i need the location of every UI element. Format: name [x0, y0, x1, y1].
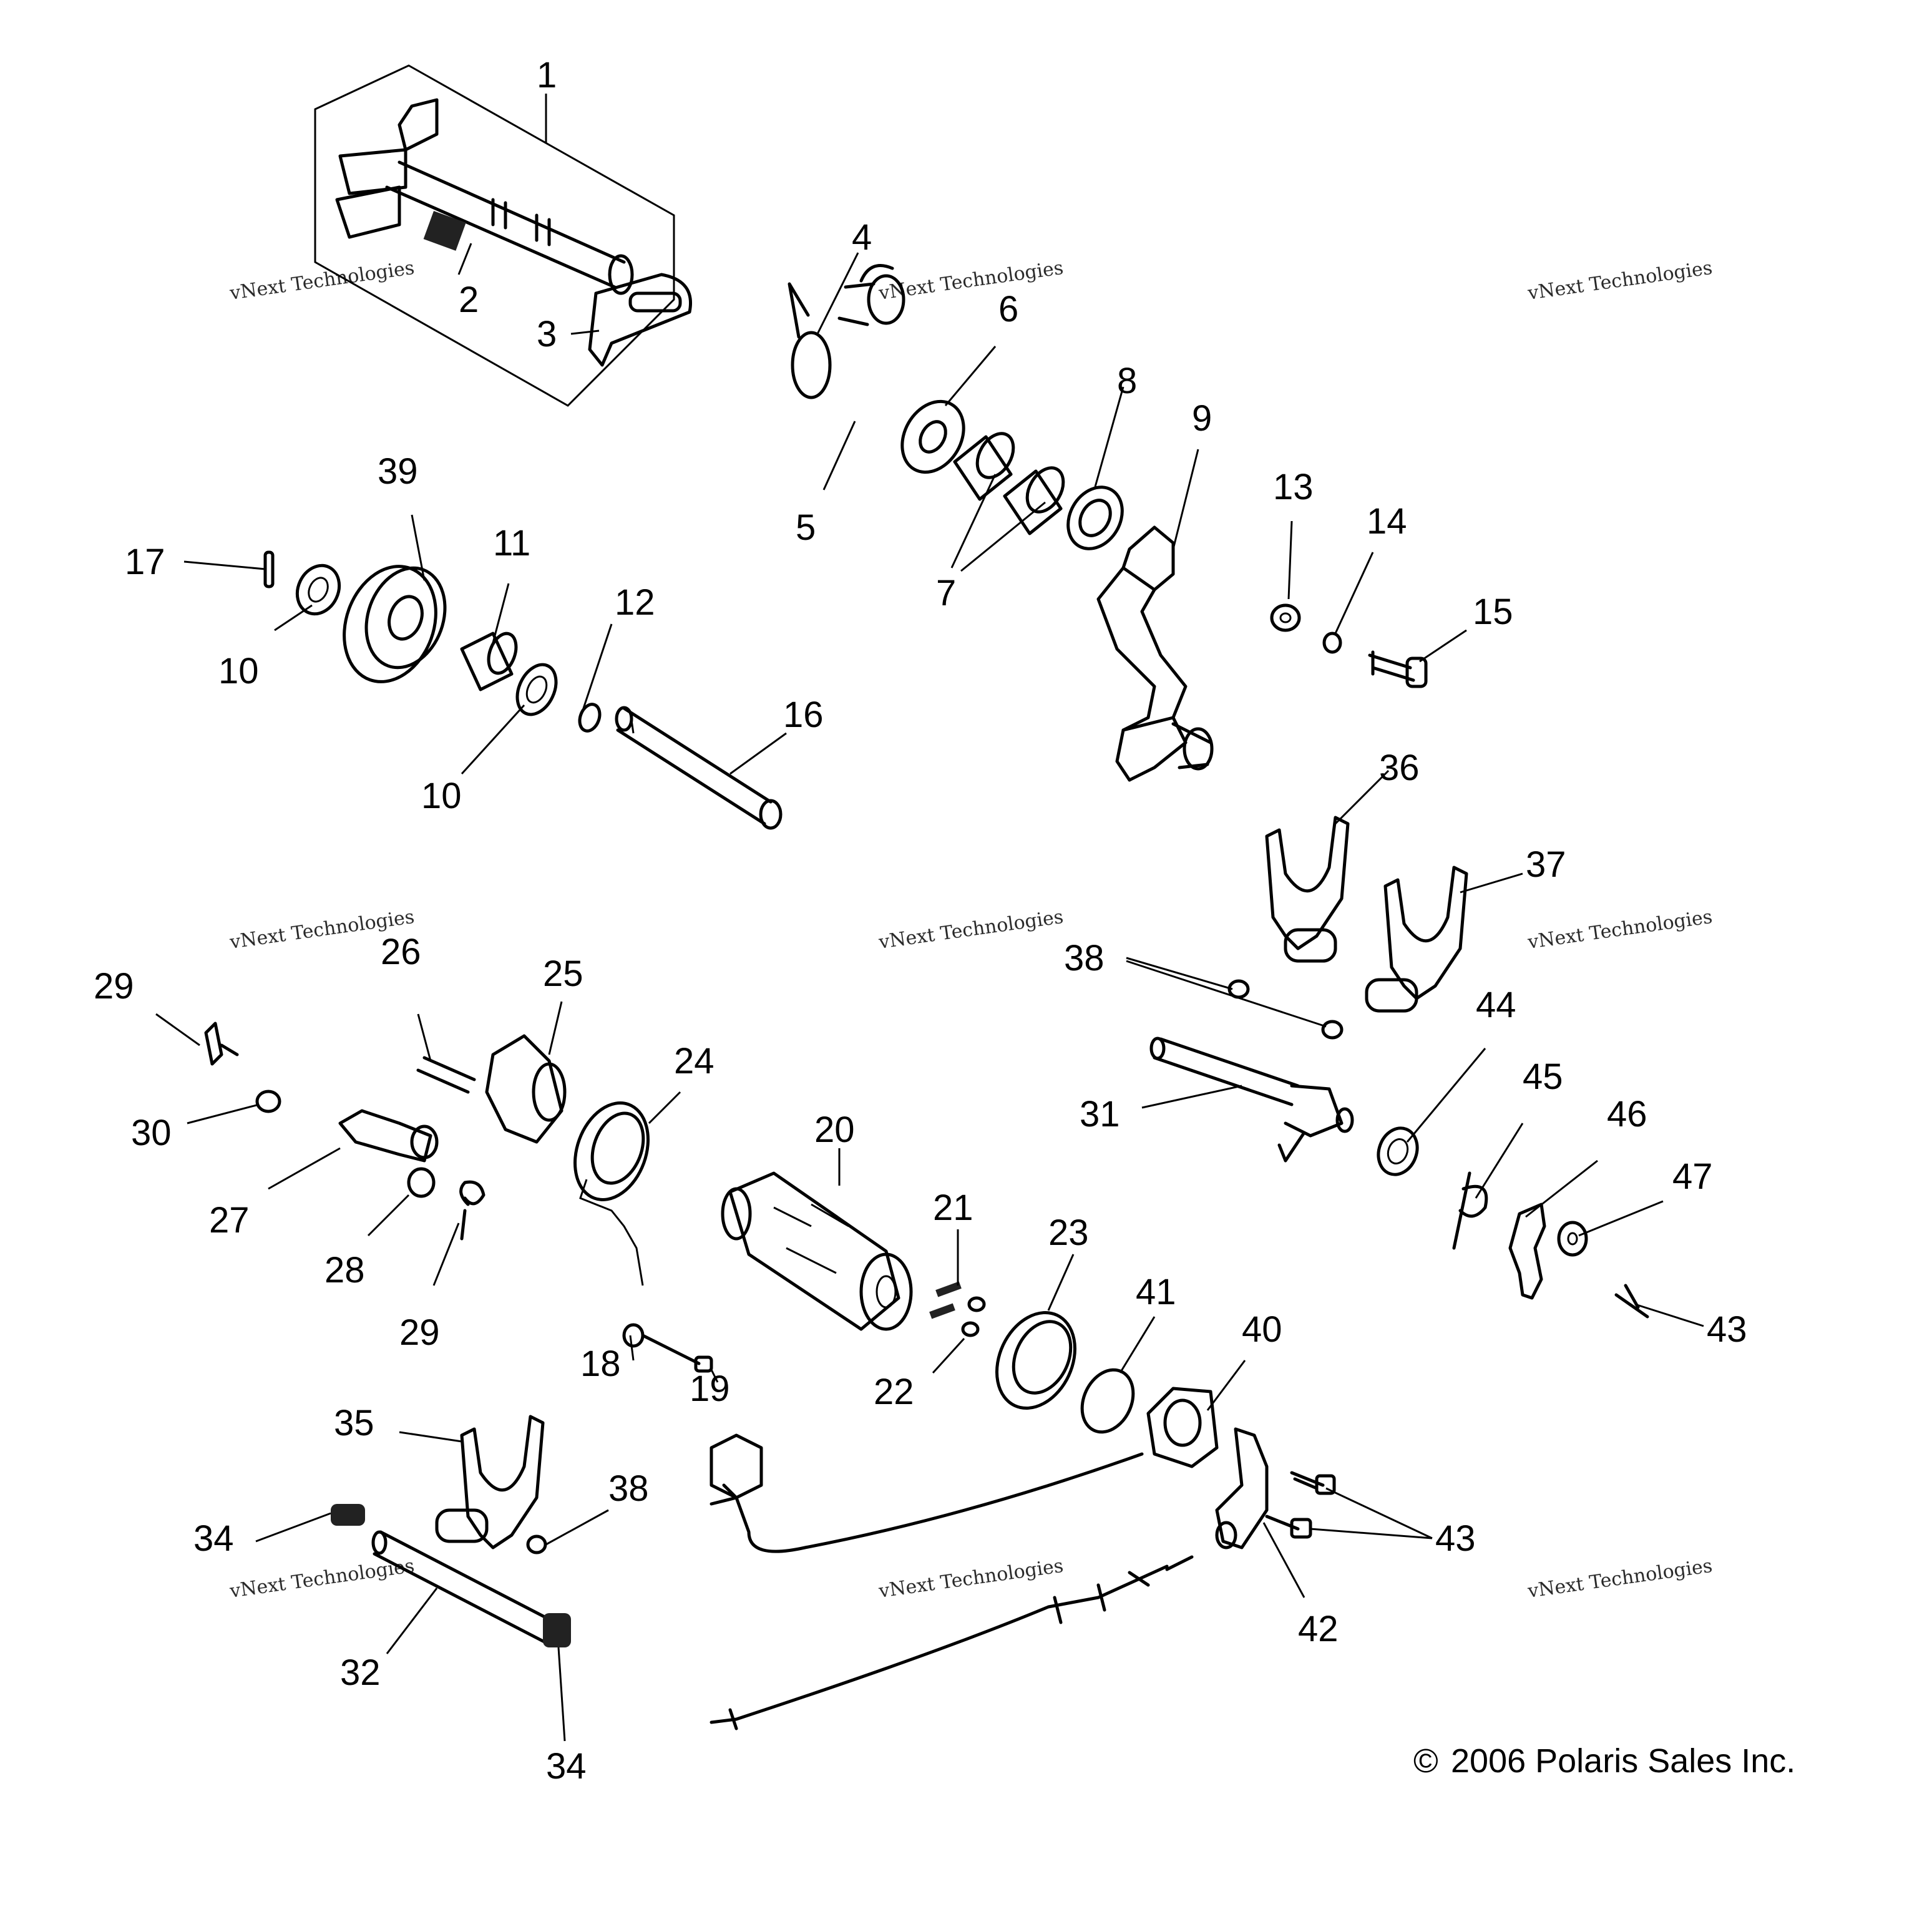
callout-28: 28	[324, 1250, 365, 1290]
callout-35: 35	[334, 1403, 374, 1443]
callout-17: 17	[125, 542, 165, 582]
callout-41: 41	[1136, 1272, 1176, 1312]
watermark-text: vNext Technologies	[877, 1555, 1065, 1603]
callout-7: 7	[936, 573, 956, 613]
callout-32: 31	[1080, 1094, 1120, 1134]
watermark-text: vNext Technologies	[1526, 906, 1714, 954]
callout-46: 46	[1607, 1094, 1647, 1134]
callout-29: 29	[399, 1312, 440, 1353]
callout-3: 3	[537, 314, 557, 354]
parts-shift-fork-lower	[331, 1415, 571, 1647]
callout-30: 29	[94, 966, 134, 1007]
copyright: © 2006 Polaris Sales Inc.	[1413, 1742, 1795, 1780]
part-7-bearings	[953, 432, 1065, 535]
callout-33: 32	[340, 1652, 381, 1693]
copyright-symbol: ©	[1413, 1742, 1438, 1780]
parts-13-15	[1270, 603, 1428, 688]
callout-26: 26	[381, 932, 421, 972]
callout-34-upper: 34	[193, 1518, 234, 1559]
callout-11: 11	[493, 523, 530, 564]
callout-47: 47	[1672, 1156, 1713, 1197]
callout-43-right: 43	[1707, 1309, 1747, 1350]
parts-shift-drum-left	[204, 1022, 713, 1373]
callout-15: 15	[1473, 592, 1513, 632]
parts-gear-assembly	[263, 550, 783, 830]
parts-shift-forks-upper	[1149, 816, 1649, 1319]
callout-36: 36	[1379, 748, 1420, 788]
callout-23: 23	[1048, 1212, 1089, 1253]
callout-45: 45	[1523, 1056, 1563, 1097]
callout-18: 18	[580, 1344, 621, 1384]
watermark-text: vNext Technologies	[1526, 257, 1714, 305]
callout-22: 22	[874, 1372, 914, 1412]
callout-8: 8	[1117, 361, 1137, 401]
callout-1: 1	[537, 55, 557, 95]
callout-12: 12	[615, 582, 655, 623]
callout-9: 9	[1192, 398, 1212, 439]
callout-31: 30	[131, 1113, 172, 1153]
callout-14: 14	[1367, 501, 1407, 542]
callout-19: 19	[690, 1368, 730, 1409]
callout-37: 37	[1526, 844, 1566, 885]
parts-shift-drum	[710, 1171, 1269, 1553]
part-9-shift-lever	[1096, 525, 1214, 782]
part-8-seal	[1066, 485, 1124, 550]
part-5-collar	[837, 264, 905, 326]
callout-10-lower: 10	[421, 776, 462, 816]
part-cable	[710, 1555, 1194, 1730]
callout-6: 6	[998, 289, 1018, 329]
callout-21: 21	[933, 1188, 973, 1228]
callout-34-lower: 34	[546, 1746, 587, 1787]
callout-2: 2	[459, 280, 479, 320]
callout-20: 20	[814, 1110, 855, 1150]
callout-24: 24	[674, 1041, 715, 1081]
callout-16: 16	[783, 695, 824, 735]
parts-bolts-43-lower	[1265, 1471, 1336, 1539]
callout-39: 39	[378, 451, 418, 492]
watermark-text: vNext Technologies	[877, 906, 1065, 954]
callout-27: 27	[209, 1200, 250, 1241]
callout-4: 4	[852, 217, 872, 258]
callout-25: 25	[543, 954, 583, 994]
callout-10-upper: 10	[218, 651, 259, 691]
callout-44: 44	[1476, 985, 1516, 1025]
watermark-text: vNext Technologies	[228, 257, 416, 305]
watermark-text: vNext Technologies	[1526, 1555, 1714, 1603]
part-6-washer	[900, 399, 965, 474]
callout-40: 40	[1242, 1309, 1282, 1350]
callout-labels: 1 2 3 4 5 6 7 8 9 13 14 15 17 10 39 11 1…	[94, 55, 1747, 1787]
copyright-text: 2006 Polaris Sales Inc.	[1451, 1742, 1795, 1780]
callout-43-lower: 43	[1435, 1518, 1476, 1559]
part-1-shift-shaft-box	[314, 64, 692, 407]
callout-5: 5	[796, 507, 816, 548]
callout-42: 42	[1298, 1609, 1339, 1649]
callout-38-lower: 38	[608, 1468, 649, 1509]
watermarks: vNext Technologies vNext Technologies vN…	[228, 257, 1714, 1603]
callout-38-upper: 38	[1064, 938, 1105, 978]
part-4-spring	[788, 282, 832, 399]
callout-13: 13	[1273, 467, 1314, 507]
leader-lines	[155, 94, 1704, 1742]
